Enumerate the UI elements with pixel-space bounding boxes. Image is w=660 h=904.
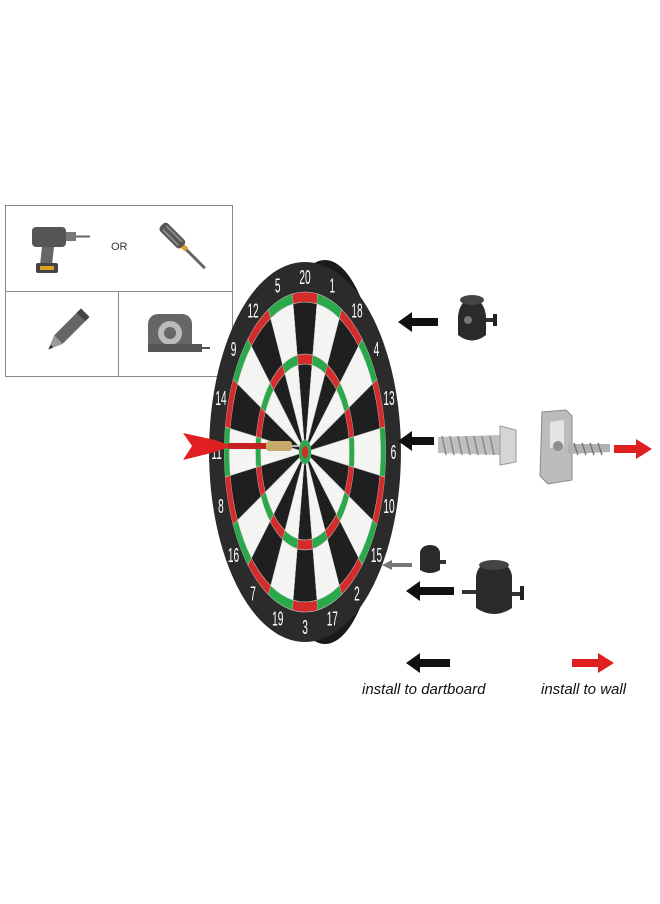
arrow-to-dartboard-bottom (406, 581, 454, 601)
tape-measure-icon (148, 314, 210, 352)
dartboard-number: 13 (383, 389, 394, 410)
arrow-to-dartboard-top (398, 312, 438, 332)
dartboard-number: 10 (383, 497, 394, 518)
dartboard-number: 14 (215, 389, 226, 410)
tools-cell-pencil (6, 292, 119, 376)
screwdriver-icon (159, 222, 206, 270)
dartboard-number: 15 (371, 545, 382, 566)
upper-bumper-group (398, 295, 497, 341)
drill-icon (32, 227, 90, 273)
dartboard-segment (292, 599, 318, 613)
tools-cell-tape (119, 292, 232, 376)
dartboard-number: 19 (272, 609, 283, 630)
dart-shaft (228, 443, 268, 449)
dartboard-number: 8 (218, 497, 224, 518)
bullseye (301, 446, 309, 458)
legend-dartboard-arrow (406, 653, 450, 673)
dartboard-number: 2 (354, 584, 360, 605)
arrow-to-dartboard-middle (398, 431, 434, 451)
bracket-group (398, 409, 652, 485)
dartboard-number: 16 (228, 545, 239, 566)
dartboard-number: 6 (391, 443, 397, 464)
dart-barrel (266, 441, 292, 451)
dart (183, 433, 300, 460)
small-bumper-icon (420, 545, 446, 573)
dartboard-number: 1 (330, 276, 336, 297)
dartboard-segment (379, 426, 386, 478)
dartboard-number: 12 (247, 301, 258, 322)
pencil-icon (48, 308, 90, 350)
tools-panel: OR (5, 205, 233, 377)
dartboard-number: 9 (231, 340, 237, 361)
arrow-to-wall (614, 439, 652, 459)
arrow-small-to-dartboard (382, 560, 412, 570)
legend-wall-label: install to wall (541, 681, 627, 698)
dartboard-segment (297, 538, 313, 551)
dartboard-number: 20 (299, 268, 310, 289)
dartboard-segment (255, 436, 262, 468)
legend-wall-arrow (572, 653, 614, 673)
or-label: OR (111, 241, 128, 253)
screw-icon (438, 425, 517, 466)
dartboard-number: 11 (211, 443, 222, 464)
lower-bumper-group (382, 545, 524, 614)
rubber-bumper-icon (458, 295, 497, 341)
wall-bracket-icon (539, 409, 610, 485)
dartboard-segment (268, 293, 294, 319)
dart-flight (183, 433, 232, 460)
dartboard-number: 17 (327, 609, 338, 630)
dartboard-segment (348, 436, 355, 468)
dartboard-number: 3 (302, 618, 308, 639)
dartboard-face: 20 1 18 4 13 6 10 15 2 17 3 19 7 16 8 11 14 9 12 5 (209, 262, 401, 642)
dartboard-segment (297, 353, 313, 366)
rubber-bumper-large-icon (462, 560, 524, 614)
dartboard-number: 18 (351, 301, 362, 322)
legend-dartboard-label: install to dartboard (362, 681, 486, 698)
dartboard-number: 5 (275, 276, 281, 297)
dartboard-segment (224, 426, 231, 478)
dartboard-number: 4 (374, 340, 380, 361)
dartboard-segment (292, 291, 318, 305)
dartboard-number: 7 (250, 584, 256, 605)
tools-row-top: OR (6, 206, 232, 292)
